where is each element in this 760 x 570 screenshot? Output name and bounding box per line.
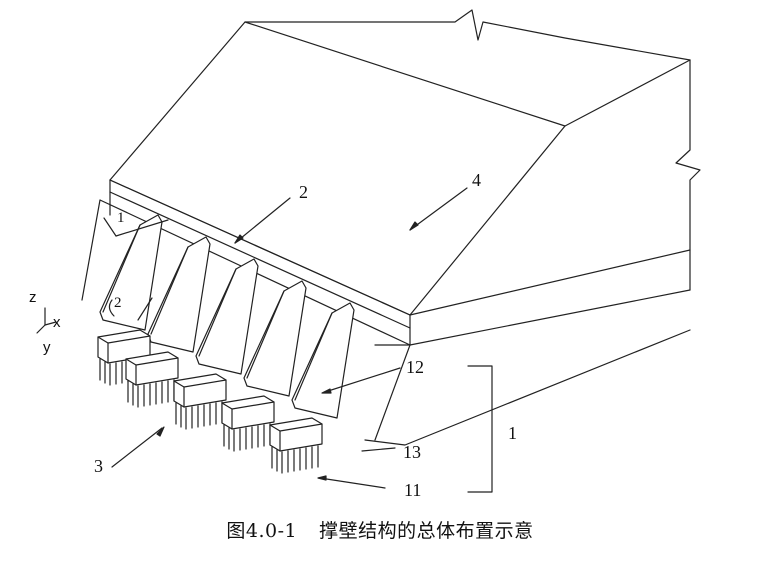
axis-y-label: y (43, 339, 51, 356)
buttress-4 (243, 280, 307, 397)
caption-number: 图4.0-1 (226, 520, 298, 542)
label-12: 12 (406, 357, 424, 377)
piles-3 (175, 401, 223, 430)
axis-z-label: z (29, 289, 37, 306)
piles-5 (271, 445, 319, 474)
break-lines (244, 9, 701, 291)
label-2: 2 (299, 182, 308, 202)
buttress-5 (291, 302, 355, 419)
pile-cap-2 (125, 351, 179, 408)
caption-title: 撑壁结构的总体布置示意 (319, 520, 534, 542)
corner-dimension-marks (103, 217, 169, 321)
slab-body (109, 21, 691, 446)
label-4: 4 (472, 170, 481, 190)
pile-cap-4 (221, 395, 275, 452)
label-11: 11 (404, 480, 421, 500)
leader-lines (111, 187, 493, 493)
label-13: 13 (403, 442, 421, 462)
label-3: 3 (94, 456, 103, 476)
label-1: 1 (508, 423, 517, 443)
axis-x-label: x (53, 314, 61, 331)
figure-caption: 图4.0-1 撑壁结构的总体布置示意 (0, 516, 760, 543)
pile-cap-3 (173, 373, 227, 430)
pile-cap-5 (269, 417, 323, 474)
corner-dim-bottom: 2 (114, 295, 122, 311)
buttress-3 (195, 258, 259, 375)
coordinate-axes (36, 307, 57, 334)
buttress-1 (99, 214, 163, 331)
buttress-2 (147, 236, 211, 353)
corner-dim-top: 1 (117, 210, 125, 226)
